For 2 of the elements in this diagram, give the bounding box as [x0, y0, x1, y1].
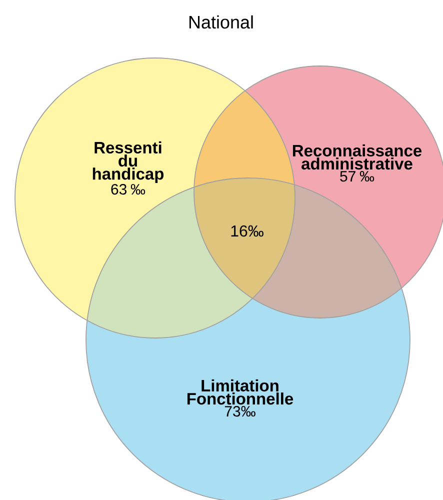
- title: National: [189, 15, 253, 29]
- intersection-value: 16‰: [231, 225, 264, 237]
